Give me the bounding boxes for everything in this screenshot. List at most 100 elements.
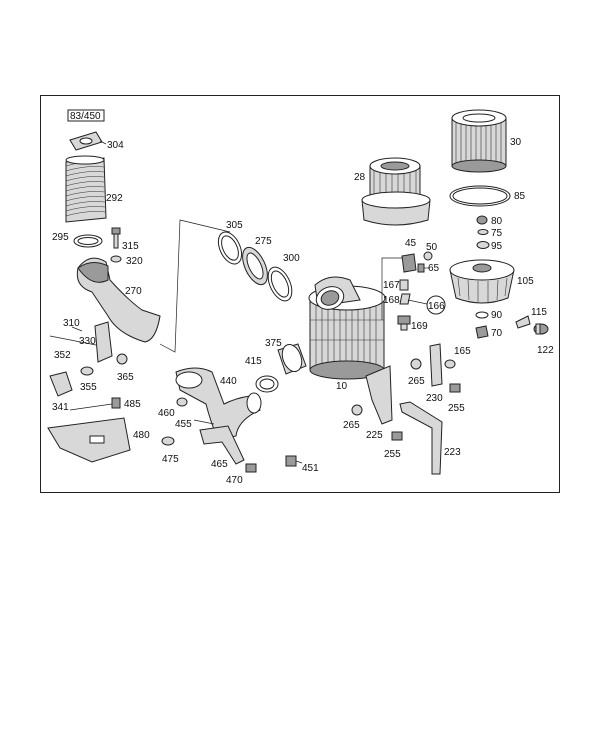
label-225: 225 [366,430,383,441]
label-95: 95 [491,241,503,252]
part-115-clip [515,315,531,329]
label-485: 485 [124,399,141,410]
label-305: 305 [226,220,243,231]
label-75: 75 [491,228,503,239]
label-168: 168 [383,295,400,306]
label-295: 295 [52,232,69,243]
label-304: 304 [107,140,124,151]
label-122: 122 [537,345,554,356]
label-30: 30 [510,137,522,148]
part-485-bolt [69,397,121,411]
part-165-washer [444,359,456,369]
reference-box [67,109,105,122]
label-480: 480 [133,430,150,441]
part-270-intake-duct [76,257,161,343]
label-310: 310 [63,318,80,329]
part-440-elbow-pipe [175,367,262,441]
part-166-callout [426,295,446,315]
label-315: 315 [122,241,139,252]
label-167: 167 [383,280,400,291]
label-470: 470 [226,475,243,486]
label-352: 352 [54,350,71,361]
part-330-bracket [94,321,113,363]
label-341: 341 [52,402,69,413]
part-310-pin [71,326,83,332]
part-95-seal [476,241,490,249]
part-65-screw [417,263,430,273]
label-165: 165 [454,346,471,357]
part-45-sensor [401,253,417,273]
label-255-upper: 255 [448,403,465,414]
label-28: 28 [354,172,366,183]
part-223-bracket [399,401,443,475]
part-352-rod [49,335,97,346]
label-440: 440 [220,376,237,387]
label-375: 375 [265,338,282,349]
part-225-bracket [365,365,393,425]
label-70: 70 [491,328,503,339]
label-460: 460 [158,408,175,419]
label-320: 320 [126,256,143,267]
label-265-lower: 265 [343,420,360,431]
part-460-washer [176,397,188,407]
part-122-valve [533,323,549,335]
label-270: 270 [125,286,142,297]
part-75-washer [477,229,489,235]
part-315-bolt [111,227,121,249]
part-105-cover [449,259,515,304]
label-415: 415 [245,356,262,367]
part-265-washer-lower [351,404,363,416]
label-80: 80 [491,216,503,227]
part-480-shield [47,417,131,463]
part-30-filter-element [451,109,507,173]
label-223: 223 [444,447,461,458]
part-167-element [399,279,409,291]
part-275-ring [242,246,268,286]
label-455: 455 [175,419,192,430]
label-355: 355 [80,382,97,393]
part-365-nut [116,353,128,365]
label-265-upper: 265 [408,376,425,387]
label-166: 166 [428,301,445,312]
part-90-seal [475,311,489,319]
label-83-450: 83/450 [70,111,101,122]
label-45: 45 [405,238,417,249]
label-275: 275 [255,236,272,247]
label-230: 230 [426,393,443,404]
part-10-filter-housing [308,276,386,380]
part-28-filter-element [361,157,431,226]
part-304-clip [69,131,103,151]
part-70-plug [475,325,489,339]
part-305-clamp [217,231,243,265]
label-169: 169 [411,321,428,332]
label-365: 365 [117,372,134,383]
part-255-bolt-lower [391,431,403,441]
part-375-sleeve [277,343,307,375]
part-470-bolt [245,463,257,473]
label-451: 451 [302,463,319,474]
label-65: 65 [428,263,440,274]
part-320-washer [110,255,122,263]
part-168-element [399,293,411,305]
label-465: 465 [211,459,228,470]
part-169-sensor [397,315,411,331]
label-10: 10 [336,381,348,392]
part-80-nut [476,215,488,225]
part-255-bolt [449,383,461,393]
part-300-clamp [267,266,293,302]
part-265-washer [410,358,422,370]
part-451-bolt [285,455,303,467]
label-105: 105 [517,276,534,287]
part-292-bellows [65,155,107,223]
label-90: 90 [491,310,503,321]
label-292: 292 [106,193,123,204]
part-50-nut [423,251,433,261]
part-465-bracket [199,425,245,465]
label-85: 85 [514,191,526,202]
label-115: 115 [531,307,547,318]
part-355-nut [80,366,94,376]
label-50: 50 [426,242,438,253]
label-475: 475 [162,454,179,465]
part-341-bracket [49,371,73,397]
